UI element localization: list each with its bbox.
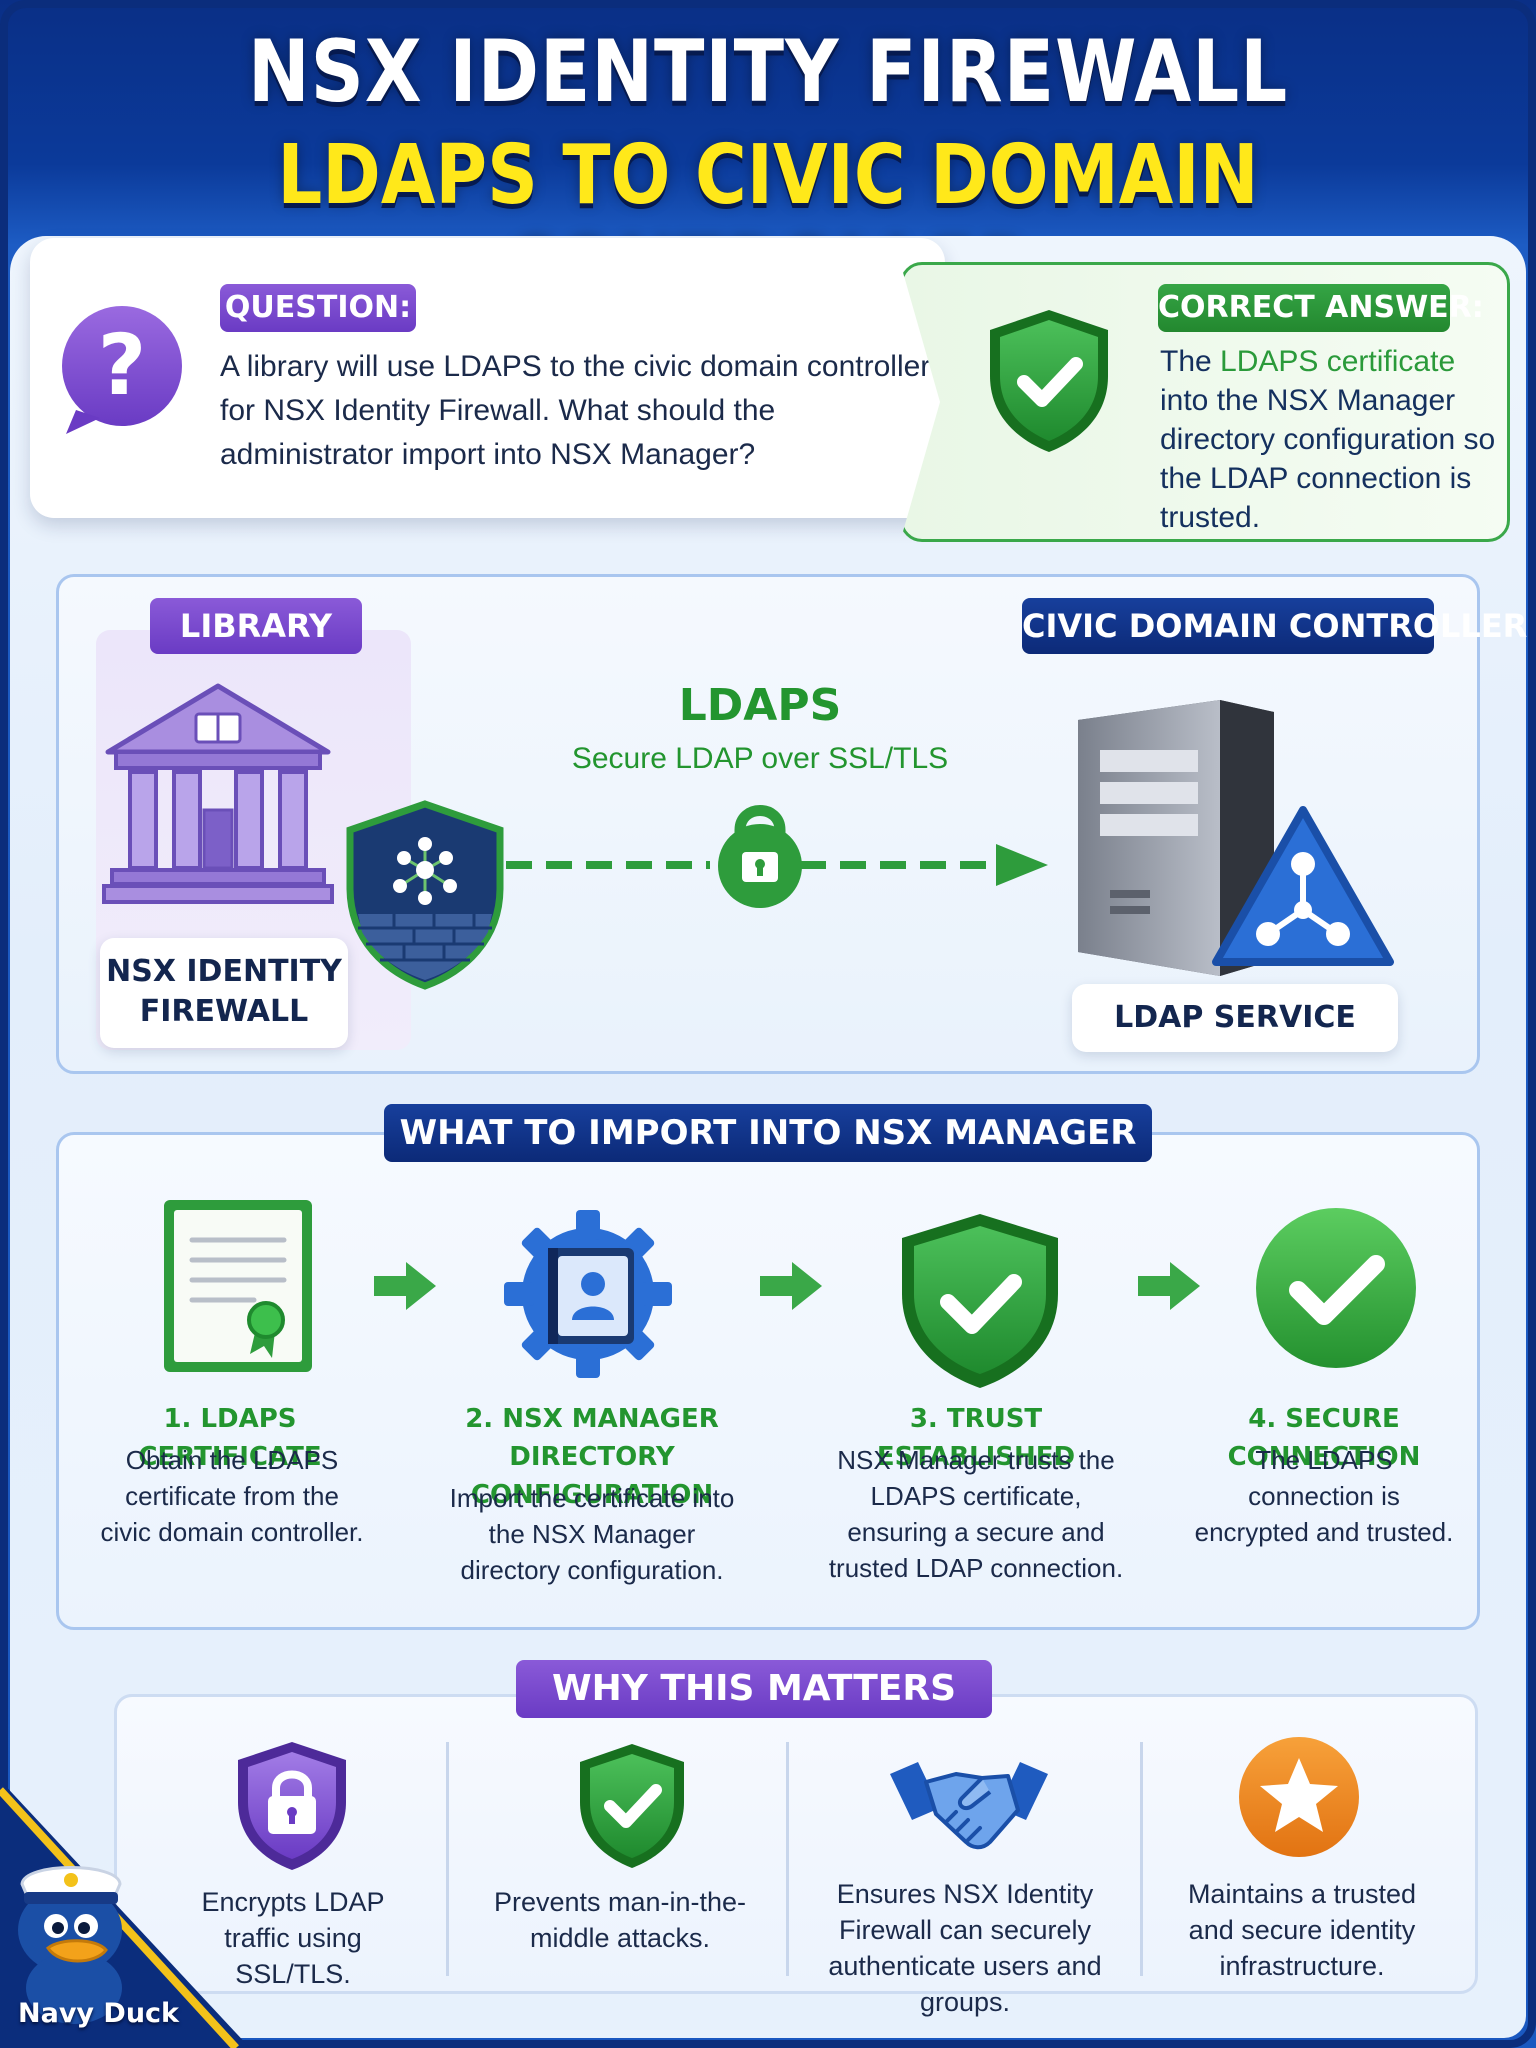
star-badge-icon	[1239, 1737, 1359, 1857]
lock-shield-icon	[238, 1742, 346, 1870]
arrow-right-icon	[760, 1262, 822, 1310]
step-4-title: 4. SECURE CONNECTION	[1227, 1404, 1421, 1472]
ldap-service-label: LDAP SERVICE	[1072, 984, 1398, 1052]
nsx-identity-firewall-label: NSX IDENTITY FIREWALL	[100, 938, 348, 1048]
check-shield-icon	[580, 1744, 684, 1868]
question-mark-icon: ?	[62, 306, 182, 434]
arrow-right-icon	[1138, 1262, 1200, 1310]
answer-text: The LDAPS certificate into the NSX Manag…	[1160, 342, 1500, 537]
answer-text-highlight: LDAPS certificate	[1220, 345, 1456, 378]
step-4-description: The LDAPS connection is encrypted and tr…	[1194, 1445, 1454, 1547]
why-item-3-text: Ensures NSX Identity Firewall can secure…	[828, 1879, 1102, 2017]
server-tower-icon	[1078, 700, 1274, 976]
question-label: QUESTION:	[220, 284, 416, 332]
step-3-description: NSX Manager trusts the LDAPS certificate…	[828, 1445, 1124, 1583]
arrow-right-icon	[374, 1262, 436, 1310]
navy-duck-mascot	[0, 1780, 250, 2048]
svg-text:?: ?	[98, 316, 147, 414]
divider	[786, 1742, 789, 1976]
header: NSX IDENTITY FIREWALL LDAPS TO CIVIC DOM…	[0, 0, 1536, 318]
question-text: A library will use LDAPS to the civic do…	[220, 350, 931, 471]
circle-check-icon	[1256, 1208, 1416, 1368]
shield-check-icon	[902, 1214, 1058, 1388]
title-line-1: NSX IDENTITY FIREWALL	[247, 22, 1289, 122]
ldaps-connection-arrow	[506, 844, 1048, 886]
question-card	[30, 238, 945, 518]
ldaps-connection-subtitle: Secure LDAP over SSL/TLS	[571, 742, 949, 775]
step-2-title: 2. NSX MANAGER DIRECTORY CONFIGURATION	[465, 1404, 719, 1510]
import-section-title: WHAT TO IMPORT INTO NSX MANAGER	[384, 1104, 1152, 1162]
answer-text-prefix: The	[1160, 345, 1221, 378]
handshake-icon	[890, 1762, 1048, 1850]
step-1-description: Obtain the LDAPS certificate from the ci…	[100, 1445, 364, 1547]
library-building-icon	[102, 683, 334, 904]
answer-text-suffix: into the NSX Manager directory configura…	[1160, 384, 1496, 534]
why-item-2-text: Prevents man-in-the-middle attacks.	[493, 1887, 747, 1953]
divider	[446, 1742, 449, 1976]
directory-gear-icon	[504, 1210, 672, 1378]
library-label: LIBRARY	[150, 598, 362, 654]
step-3-title: 3. TRUST ESTABLISHED	[876, 1404, 1076, 1472]
answer-shield-icon	[990, 310, 1108, 452]
step-1-title: 1. LDAPS CERTIFICATE	[138, 1404, 322, 1472]
padlock-icon	[718, 805, 802, 908]
ldaps-connection-title: LDAPS	[678, 680, 842, 731]
step-2-description: Import the certificate into the NSX Mana…	[449, 1483, 735, 1585]
domain-controller-label: CIVIC DOMAIN CONTROLLER	[1022, 598, 1527, 654]
why-item-1-text: Encrypts LDAP traffic using SSL/TLS.	[201, 1887, 385, 1989]
firewall-shield-icon	[346, 800, 504, 990]
ldap-directory-icon	[1212, 806, 1394, 966]
mascot-label: Navy Duck	[18, 1998, 180, 2029]
why-this-matters-panel	[114, 1694, 1478, 1994]
divider	[1140, 1742, 1143, 1976]
certificate-icon	[164, 1200, 312, 1372]
answer-label: CORRECT ANSWER:	[1158, 284, 1484, 332]
why-item-4-text: Maintains a trusted and secure identity …	[1187, 1879, 1417, 1981]
why-section-title: WHY THIS MATTERS	[516, 1660, 992, 1718]
